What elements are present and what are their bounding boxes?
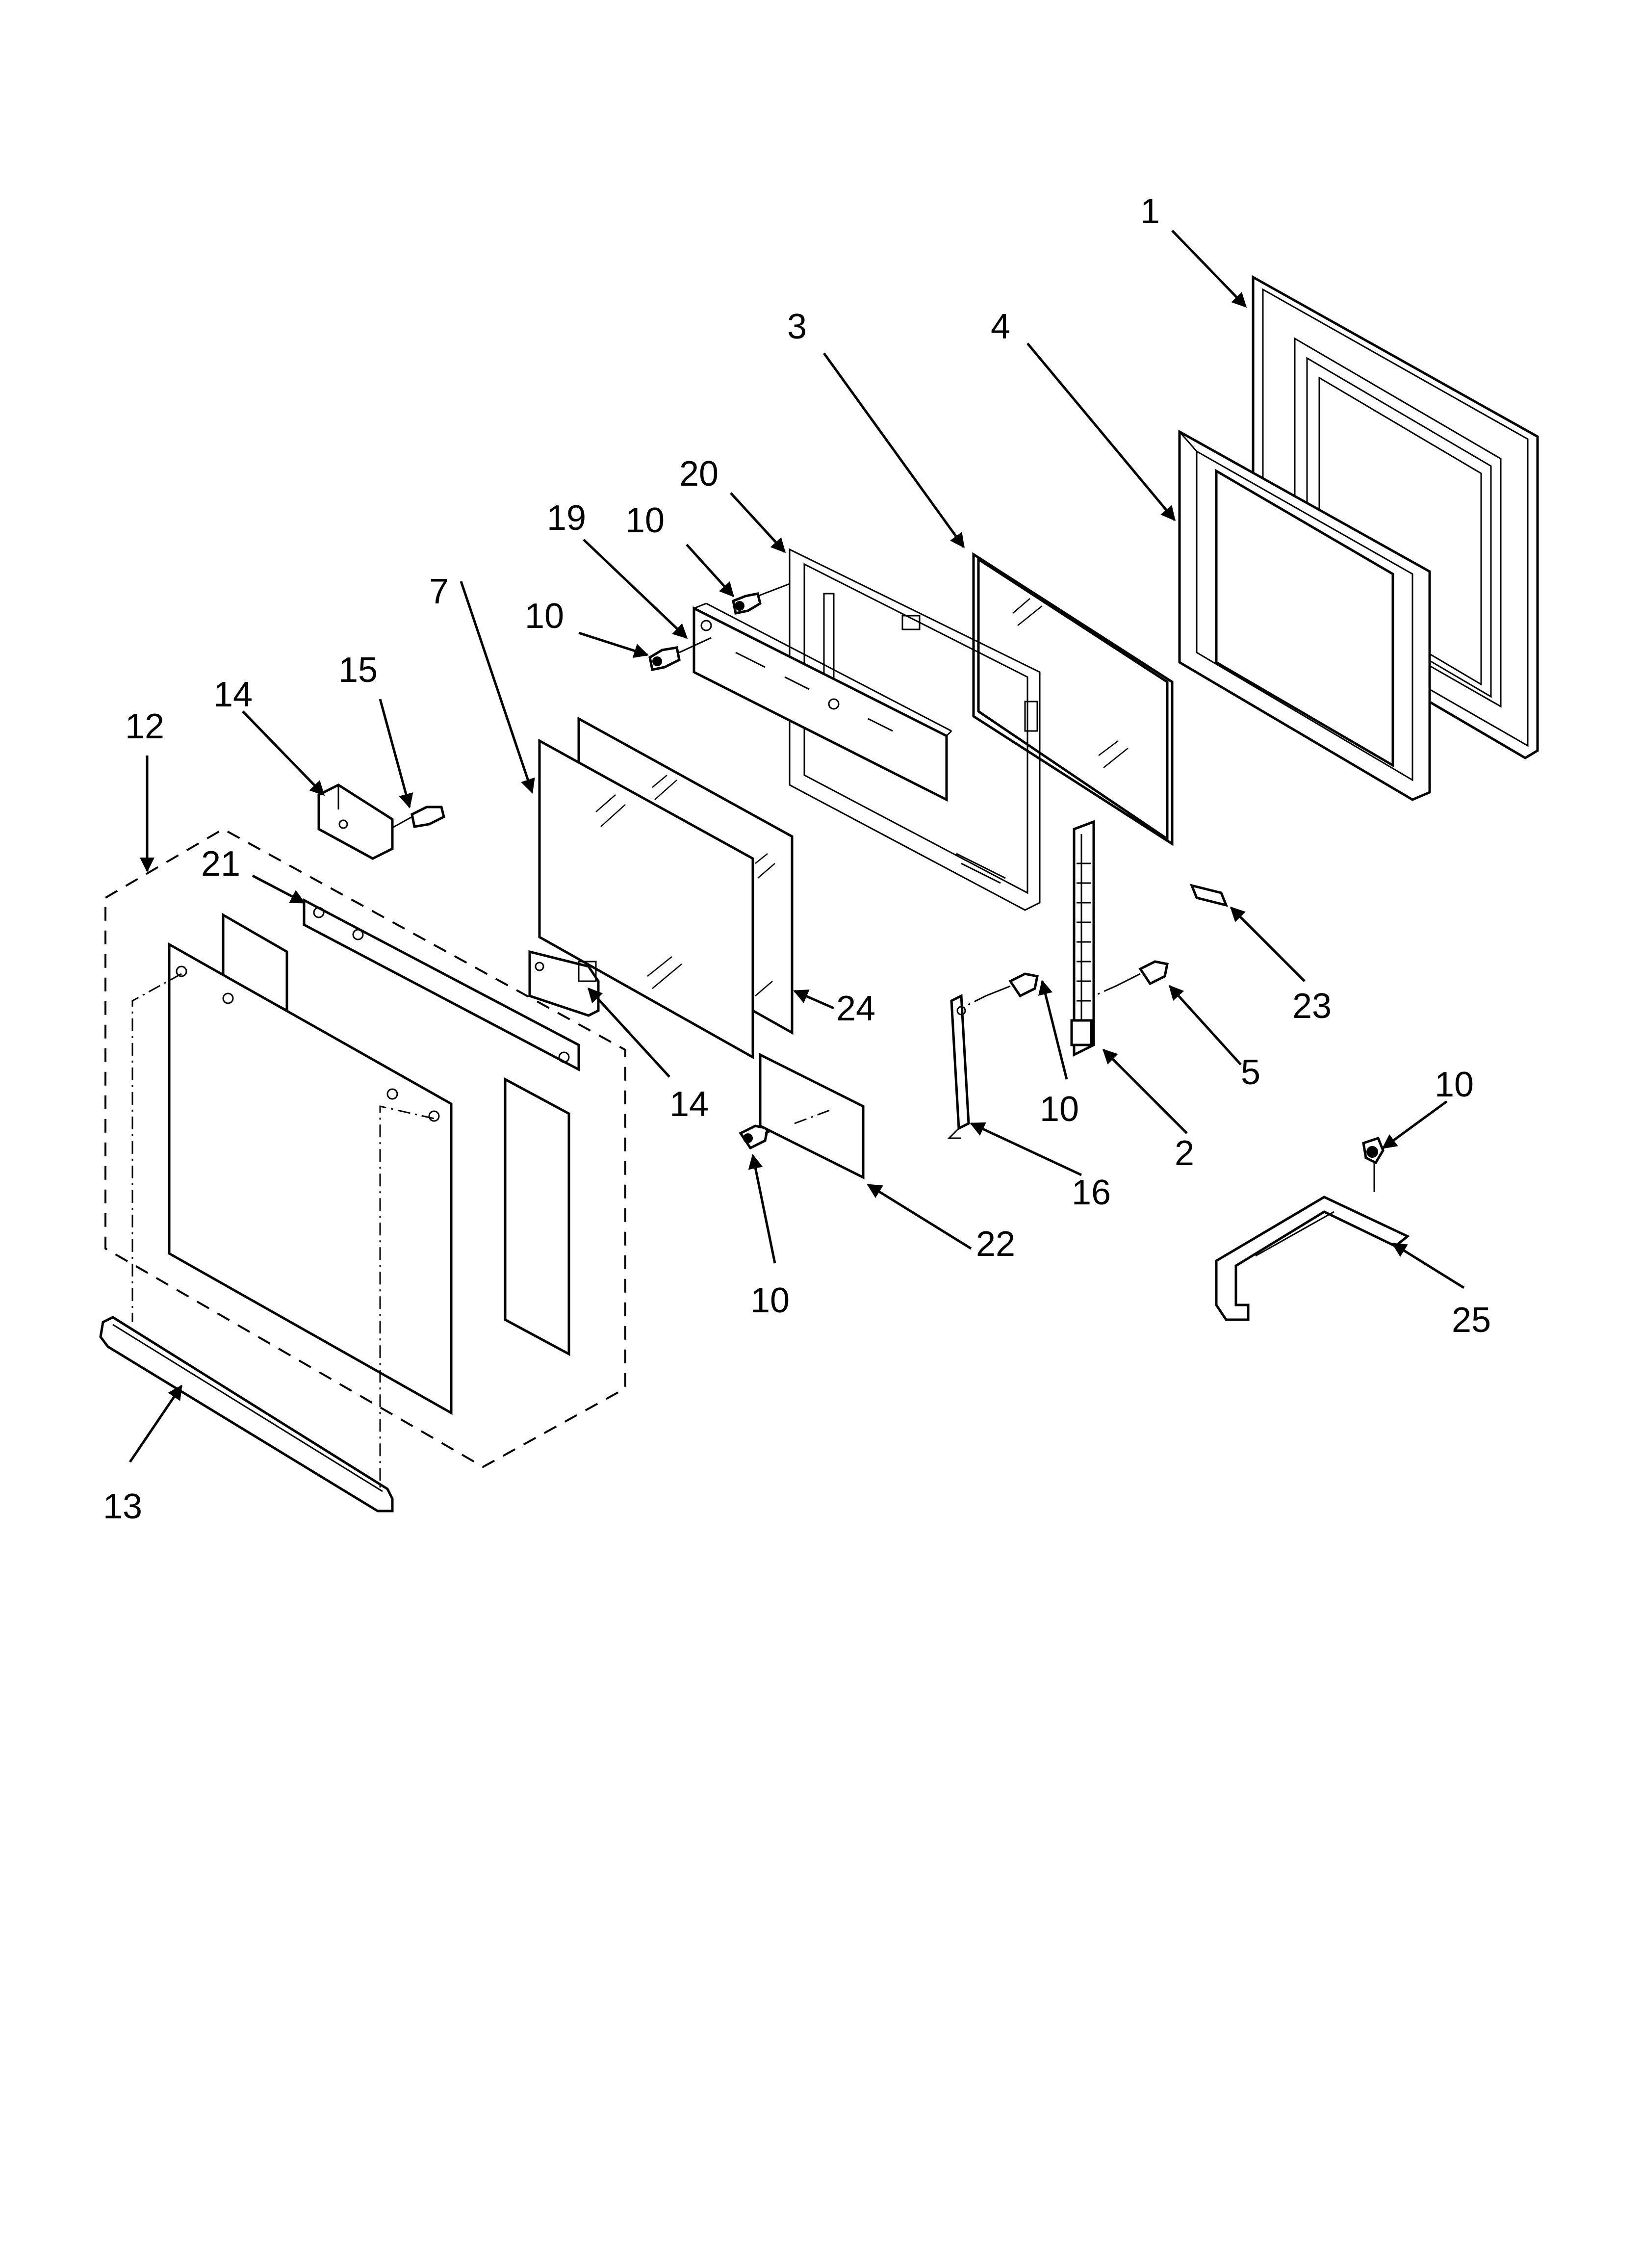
callout-10-c: 10 [1040, 1090, 1079, 1129]
part-12-outer-door-dashed [104, 828, 626, 1468]
callout-7: 7 [429, 572, 449, 611]
callout-4: 4 [991, 307, 1010, 346]
part-22-plate [759, 1052, 865, 1180]
callout-25: 25 [1452, 1301, 1491, 1340]
part-4-door-trim [1178, 429, 1431, 801]
callout-1: 1 [1140, 192, 1160, 231]
part-13-handle [99, 1316, 394, 1512]
callout-16: 16 [1072, 1173, 1111, 1212]
screw-part-5 [1115, 960, 1169, 987]
callout-10-a: 10 [625, 501, 665, 540]
callout-10-e: 10 [1435, 1065, 1474, 1104]
screw-part-10-right [1362, 1136, 1385, 1192]
outer-door-panel [168, 912, 570, 1415]
part-16-hinge-receiver [947, 994, 970, 1139]
callout-14-a: 14 [213, 675, 253, 714]
part-14-lower-bracket [528, 950, 600, 1017]
callout-23: 23 [1292, 987, 1332, 1026]
part-21-trim-strip [303, 898, 580, 1072]
callout-14-b: 14 [669, 1085, 709, 1124]
callout-20: 20 [679, 454, 718, 494]
part-23-clip [1189, 884, 1229, 907]
callout-19: 19 [547, 498, 586, 538]
callout-21: 21 [201, 844, 240, 884]
screw-part-10-upper [732, 583, 790, 615]
callout-22: 22 [976, 1225, 1015, 1264]
part-19-bracket [693, 602, 952, 802]
leader-lines [128, 230, 1465, 1463]
part-7-glass-pane [538, 738, 754, 1060]
callout-12: 12 [125, 707, 164, 746]
callout-15: 15 [338, 651, 378, 690]
callout-10-d: 10 [750, 1281, 790, 1320]
callout-13: 13 [103, 1487, 142, 1526]
part-3-glass-panel [972, 552, 1174, 846]
callout-10-b: 10 [525, 597, 564, 636]
callout-24: 24 [836, 989, 875, 1028]
screw-part-10-middle [648, 637, 712, 671]
part-14-upper-bracket [317, 783, 394, 860]
part-25-bracket [1215, 1196, 1410, 1321]
callout-5: 5 [1241, 1053, 1260, 1092]
screw-part-10-hinge [985, 972, 1039, 998]
alignment-lines [131, 973, 1116, 1491]
callout-3: 3 [787, 307, 807, 346]
screw-part-15 [389, 806, 445, 830]
part-2-hinge [1070, 820, 1095, 1057]
callout-labels: 1 4 3 20 19 10 7 10 14 15 12 21 14 24 23… [103, 192, 1491, 1526]
callout-2: 2 [1175, 1134, 1194, 1173]
